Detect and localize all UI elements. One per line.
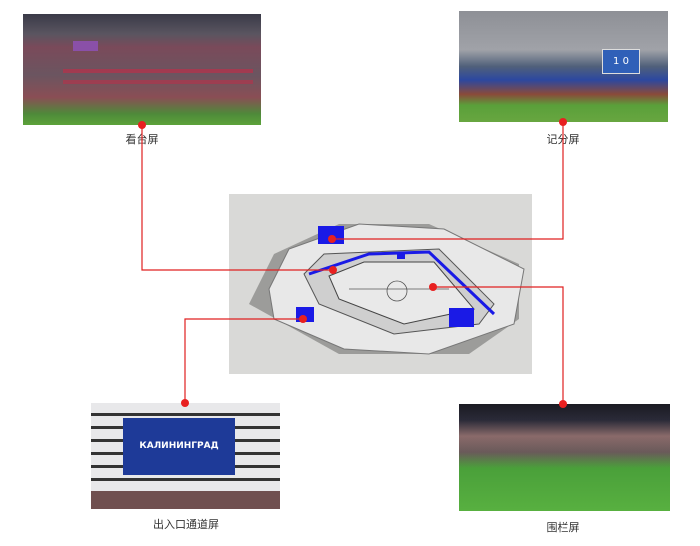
entrance-screen-photo: КАЛИНИНГРАД xyxy=(91,403,280,509)
stand-screen-photo xyxy=(23,14,261,125)
entrance-screen-caption: 出入口通道屏 xyxy=(153,518,219,531)
stadium-model xyxy=(229,194,532,374)
scoreboard-display: 1 0 xyxy=(602,49,640,74)
fence-screen-photo xyxy=(459,404,670,511)
entrance-display: КАЛИНИНГРАД xyxy=(123,418,235,475)
score-screen-photo: 1 0 xyxy=(459,11,668,122)
fence-screen-caption: 围栏屏 xyxy=(546,521,580,534)
